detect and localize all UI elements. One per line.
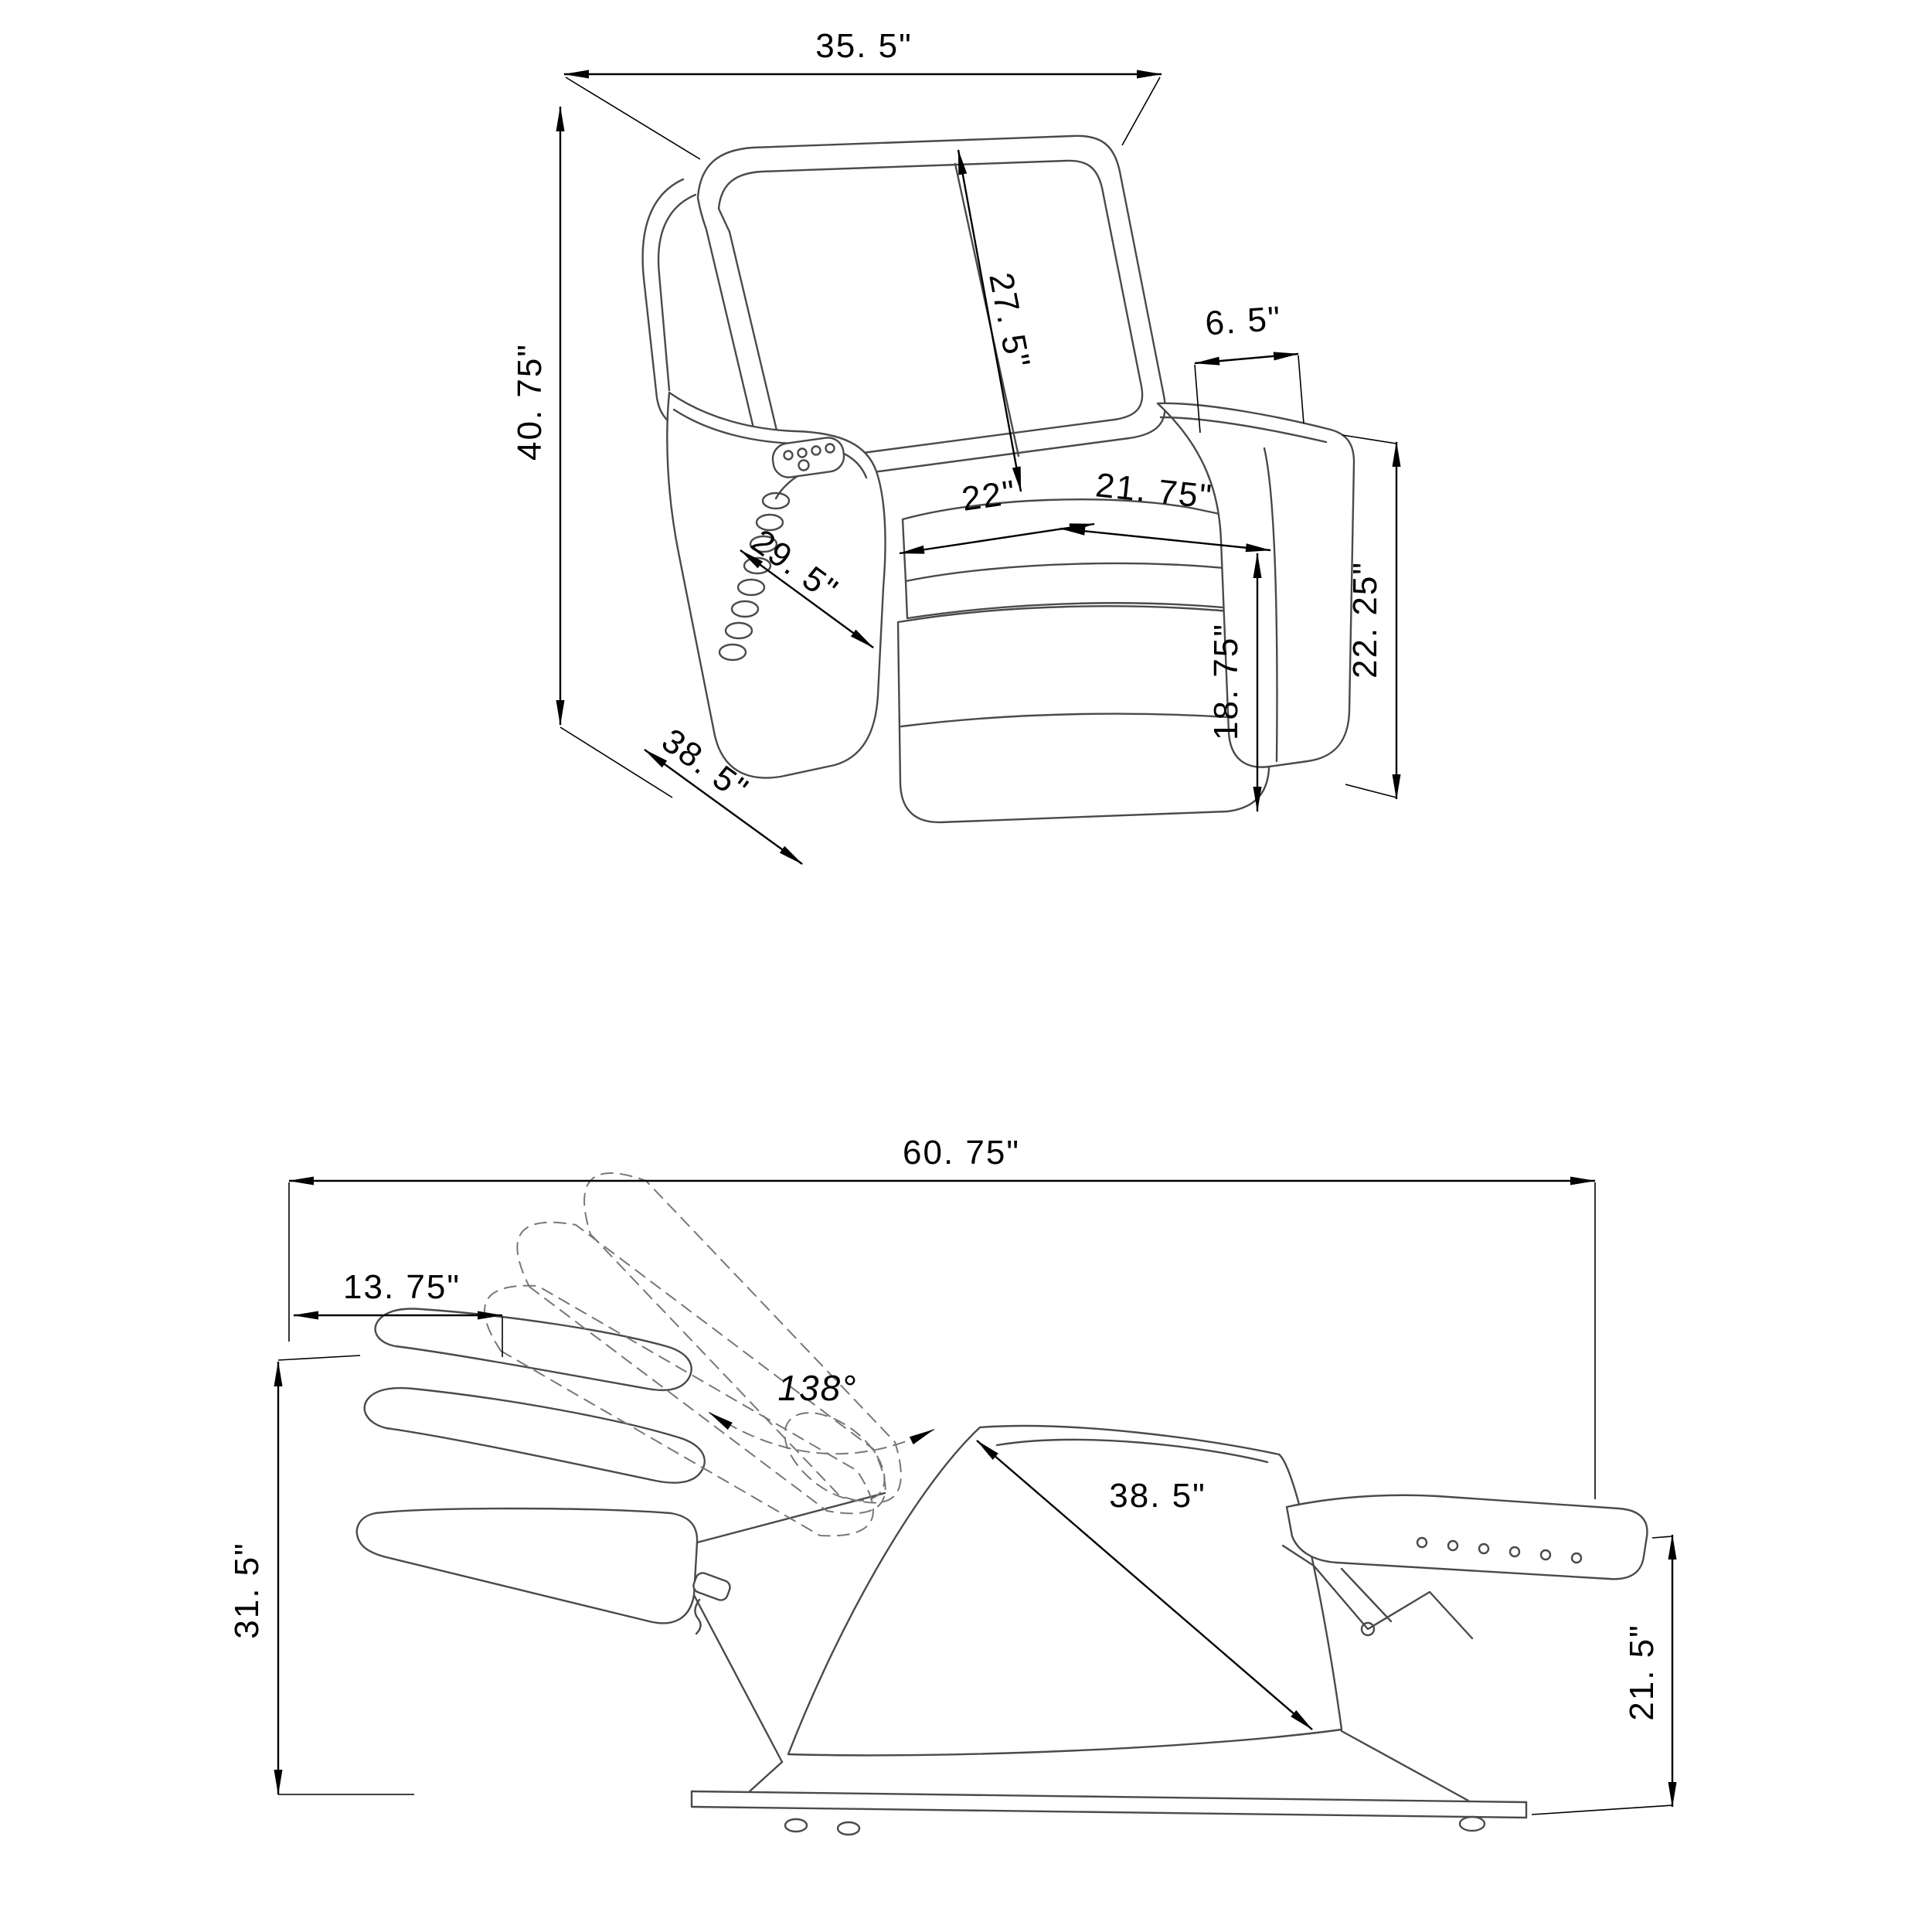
reclined-top-cushion [374,1308,692,1392]
reclined-armrest [355,1507,699,1624]
phantom-headrest [784,1412,886,1502]
foot [836,1821,861,1836]
extension-line [1194,364,1201,434]
foot [784,1818,808,1833]
seat-link-lower [692,1594,784,1764]
remote-body [692,1572,731,1601]
mechanism-link [1340,1567,1393,1623]
upright-dimensions: 35. 5" 40. 75" 27. 5" 6. 5" 22" 21. 75" … [511,27,1401,865]
dim-arm-height-label: 22. 25" [1346,561,1384,679]
right-arm-front-seam [1263,447,1278,763]
remote-button [783,450,794,461]
extension-line [1651,1536,1673,1539]
extension-line [1298,355,1304,424]
rail-top [690,1790,1528,1804]
cord-lead [774,474,799,500]
remote-button [825,443,835,454]
backrest-outline [696,134,1166,483]
upright-view [641,134,1355,824]
rail-support-right [1340,1730,1470,1802]
extension-line [1531,1804,1673,1815]
recline-angle-arc [709,1412,934,1455]
recline-angle-label: 138° [777,1368,857,1408]
remote-button [811,445,821,456]
left-wing-outer [641,178,685,428]
bracket-hole [1570,1552,1583,1564]
base-rail [690,1730,1528,1836]
dim-arm-length-line [740,549,874,648]
dim-arm-width-label: 6. 5" [1204,300,1283,343]
cord-coil [755,513,784,532]
extension-line [277,1355,361,1361]
cord-coil [718,643,747,662]
dim-seat-width-label: 22" [960,473,1019,518]
foot [1458,1815,1486,1832]
cord-coil [761,492,791,510]
dim-overall-height-label: 40. 75" [511,343,549,461]
remote-button [797,447,808,458]
left-wing-piping [657,193,697,392]
reclined-view [355,1308,1648,1836]
reclined-dimensions: 60. 75" 13. 75" 31. 5" 138° 38. 5" 21. 5… [228,1134,1677,1808]
dim-back-clearance-label: 13. 75" [343,1268,461,1306]
bracket-hole [1478,1543,1490,1555]
dim-seat-depth-line [1060,526,1271,553]
seat-front-left [904,580,909,620]
dim-reclined-length-label: 60. 75" [903,1134,1020,1172]
dim-footrest-height-label: 21. 5" [1623,1624,1661,1720]
rail-support-left [748,1760,784,1793]
extension-line [560,726,673,798]
dim-back-length-label: 38. 5" [1109,1477,1206,1515]
dim-overall-width-label: 35. 5" [815,27,912,65]
seat-link-upper [696,1492,886,1544]
dim-overall-depth-line [644,749,803,865]
bracket-hole [1509,1546,1521,1558]
bracket-hole [1447,1539,1459,1552]
dim-seat-height-label: 18. 75" [1207,623,1245,740]
dim-reclined-height-label: 31. 5" [228,1542,266,1638]
dim-arm-width-line [1194,352,1299,366]
dim-back-height-line [957,149,1022,492]
reclined-back-panel [787,1424,1343,1757]
dim-back-length-line [976,1440,1313,1730]
bracket-hole [1416,1536,1428,1549]
remote-control [771,437,845,478]
extension-line [1345,784,1397,798]
cord-squiggle [694,1598,702,1635]
remote-button [798,459,810,471]
extension-line [1342,434,1397,444]
mechanism-link [1312,1564,1474,1640]
mechanism-pivot [1360,1621,1376,1637]
rail-bottom [690,1805,1528,1819]
footrest-bracket-holes [1416,1536,1583,1564]
extension-line [1121,77,1161,146]
extension-line [565,77,701,160]
reclined-mid-cushion [363,1386,706,1484]
front-panel-seam [900,713,1271,728]
seat-front-edge [906,602,1257,620]
right-arm-piping [1159,416,1328,444]
remote-control-reclined [692,1572,731,1635]
footrest-pad [1285,1494,1648,1580]
bracket-hole [1539,1549,1552,1561]
